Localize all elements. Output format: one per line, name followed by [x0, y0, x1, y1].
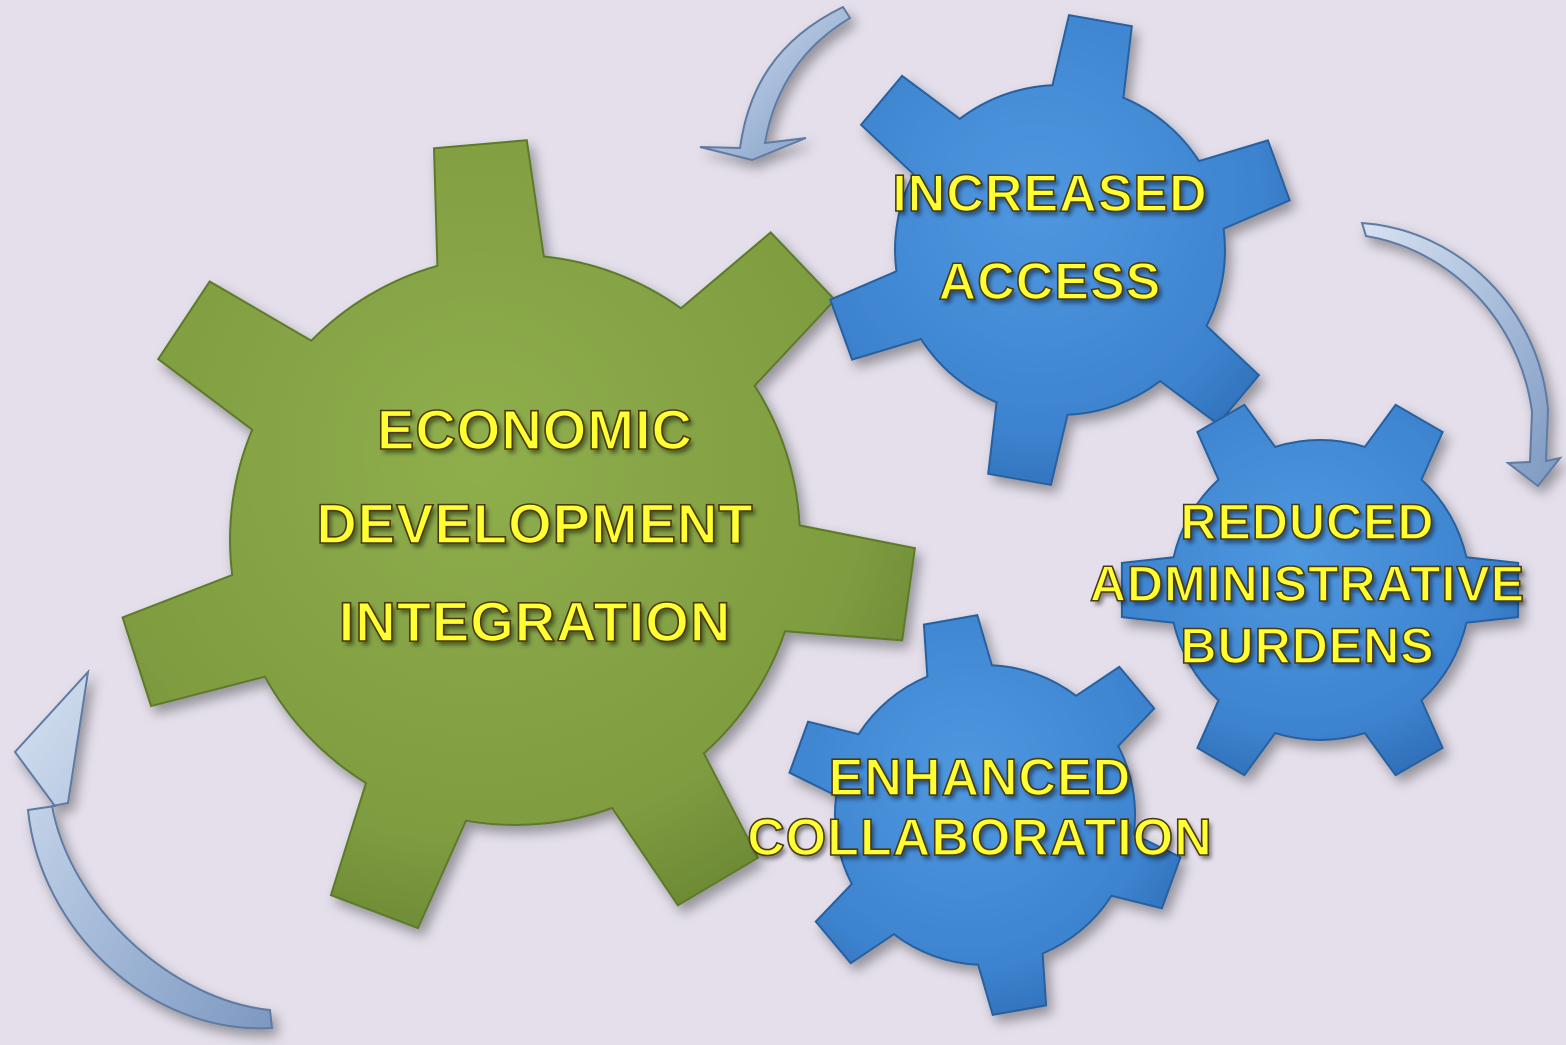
gear-outline — [829, 14, 1291, 486]
gear-access-shape — [829, 14, 1291, 486]
increased-access-line-2: ACCESS — [938, 253, 1162, 311]
enhanced-collaboration-line-2: COLLABORATION — [746, 809, 1213, 867]
reduced-burdens-line-1: REDUCED — [1180, 494, 1435, 550]
increased-access-label: INCREASED ACCESS — [860, 165, 1240, 311]
increased-access-line-1: INCREASED — [892, 165, 1208, 223]
main-gear-line-3: INTEGRATION — [338, 590, 732, 653]
main-gear-label: ECONOMIC DEVELOPMENT INTEGRATION — [270, 398, 800, 653]
gear-burdens-shape — [1120, 403, 1520, 777]
gear-main-shape — [121, 139, 917, 930]
enhanced-collaboration-line-1: ENHANCED — [828, 749, 1132, 807]
gear-outline — [788, 613, 1182, 1017]
main-gear-line-2: DEVELOPMENT — [316, 492, 754, 555]
gear-collaboration-shape — [788, 613, 1182, 1017]
reduced-burdens-label: REDUCED ADMINISTRATIVE BURDENS — [1055, 494, 1560, 674]
gear-outline — [1120, 403, 1520, 777]
main-gear-line-1: ECONOMIC — [376, 398, 693, 461]
arrow-left — [13, 668, 274, 1030]
gear-outline — [121, 139, 917, 930]
arrow-right — [1360, 221, 1563, 488]
enhanced-collaboration-label: ENHANCED COLLABORATION — [715, 749, 1245, 867]
arrow-top — [699, 5, 852, 162]
reduced-burdens-line-3: BURDENS — [1180, 618, 1435, 674]
reduced-burdens-line-2: ADMINISTRATIVE — [1089, 556, 1526, 612]
